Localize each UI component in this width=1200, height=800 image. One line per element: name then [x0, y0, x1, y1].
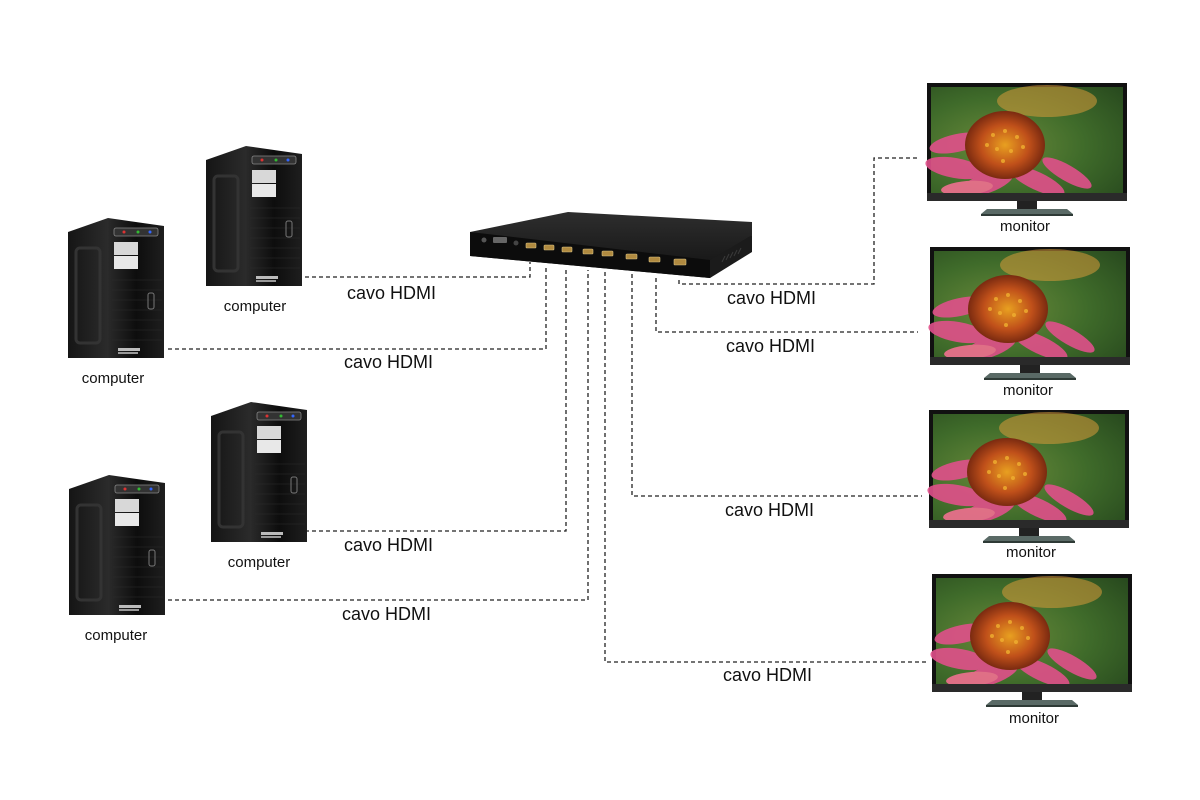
cable-monitor-3	[631, 274, 922, 497]
cable-label-computer-3: cavo HDMI	[344, 535, 434, 555]
monitor-3	[925, 410, 1129, 543]
monitor-label-1: monitor	[999, 218, 1051, 235]
computer-label-4: computer	[84, 627, 148, 644]
computer-label-1: computer	[223, 298, 287, 315]
computer-label-3: computer	[227, 554, 291, 571]
monitor-label-3: monitor	[1005, 544, 1057, 561]
hdmi-port-in4-icon	[582, 248, 594, 255]
cable-label-computer-2: cavo HDMI	[344, 352, 434, 372]
monitor-label-4: monitor	[1008, 710, 1060, 727]
cable-label-monitor-3: cavo HDMI	[725, 500, 815, 520]
computer-tower-1	[204, 144, 304, 288]
cable-monitor-1	[678, 157, 918, 285]
cable-computer-3	[305, 268, 567, 532]
power-jack-icon	[481, 237, 487, 243]
computer-tower-3	[209, 400, 309, 544]
cable-monitor-4	[604, 272, 926, 663]
hdmi-matrix-switch	[470, 212, 752, 278]
hdmi-port-outb-icon	[625, 253, 638, 260]
cable-label-monitor-4: cavo HDMI	[723, 665, 813, 685]
hdmi-port-outa-icon	[601, 250, 614, 257]
cable-computer-2	[168, 265, 547, 350]
cable-monitor-2	[655, 278, 918, 333]
monitor-1	[923, 83, 1127, 216]
monitor-label-2: monitor	[1002, 382, 1054, 399]
monitor-2	[926, 247, 1130, 380]
cable-label-computer-1: cavo HDMI	[347, 283, 437, 303]
rs232-port-icon	[493, 237, 507, 243]
cable-label-monitor-2: cavo HDMI	[726, 336, 816, 356]
hdmi-port-in1-icon	[525, 242, 537, 249]
monitor-4	[928, 574, 1132, 707]
cable-computer-4	[168, 270, 589, 601]
cable-label-monitor-1: cavo HDMI	[727, 288, 817, 308]
computer-tower-2	[66, 216, 166, 360]
computer-tower-4	[67, 473, 167, 617]
cable-computer-1	[305, 262, 531, 278]
computer-label-2: computer	[81, 370, 145, 387]
hdmi-port-in2-icon	[543, 244, 555, 251]
hdmi-port-in3-icon	[561, 246, 573, 253]
hdmi-port-outd-icon	[673, 258, 687, 266]
cable-label-computer-4: cavo HDMI	[342, 604, 432, 624]
hdmi-port-outc-icon	[648, 256, 661, 263]
